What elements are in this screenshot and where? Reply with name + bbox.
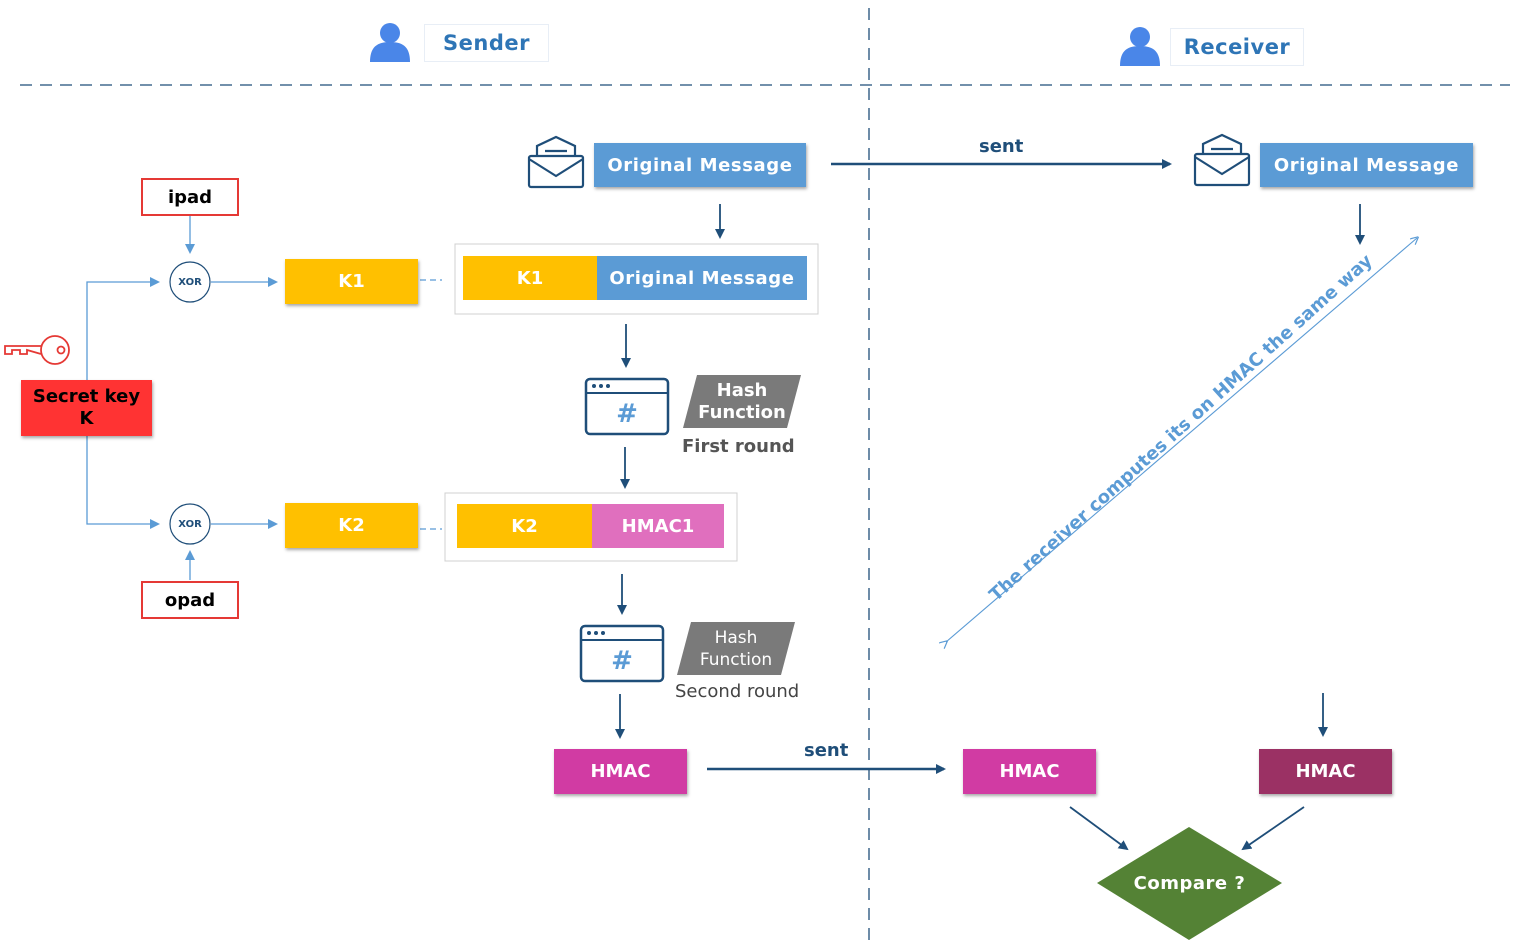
receiver-envelope-icon	[1193, 133, 1251, 187]
svg-text:#: #	[611, 646, 633, 676]
receiver-original-message-text: Original Message	[1273, 154, 1460, 176]
hash1-label: Hash Function	[688, 377, 796, 427]
compare-label: Compare ?	[1097, 866, 1282, 900]
k1-box: K1	[285, 259, 418, 304]
hash2-line1: Hash	[714, 628, 758, 648]
sender-person-icon	[370, 23, 410, 62]
k1-text: K1	[338, 271, 365, 292]
receiver-hmac-computed: HMAC	[1259, 749, 1392, 794]
sent-message-label: sent	[979, 136, 1024, 157]
xor-bottom-circle	[169, 503, 211, 545]
concat1-k1-text: K1	[516, 267, 544, 289]
hash2-line2: Function	[699, 650, 773, 670]
compare-diamond	[1097, 827, 1282, 940]
sender-hmac-text: HMAC	[590, 761, 651, 782]
sender-original-message: Original Message	[594, 143, 806, 187]
xor-top-text: XOR	[178, 276, 202, 288]
concat2-k2: K2	[457, 504, 592, 548]
sender-label-box: Sender	[424, 24, 549, 62]
sender-hmac: HMAC	[554, 749, 687, 794]
opad-box: opad	[141, 581, 239, 619]
sender-label: Sender	[443, 31, 530, 55]
k2-box: K2	[285, 503, 418, 548]
sent-hmac-label: sent	[804, 740, 849, 761]
hash1-window-icon: #	[584, 377, 670, 436]
ipad-text: ipad	[167, 186, 213, 208]
concat1-message-text: Original Message	[609, 267, 795, 289]
concat1-k1: K1	[463, 256, 597, 300]
hash1-line2: Function	[698, 402, 786, 423]
hash1-line1: Hash	[716, 380, 768, 401]
receiver-hmac-received-text: HMAC	[999, 761, 1060, 782]
receiver-label-box: Receiver	[1170, 28, 1304, 66]
concat2-k2-text: K2	[511, 515, 538, 537]
xor-top-circle	[169, 261, 211, 303]
k2-text: K2	[338, 515, 365, 536]
opad-text: opad	[164, 589, 216, 611]
xor-top-label: XOR	[170, 272, 210, 292]
key-branch-lines	[86, 216, 278, 580]
hash1-parallelogram	[683, 375, 801, 428]
receiver-note-arrow	[946, 238, 1417, 642]
compare-text: Compare ?	[1133, 872, 1246, 894]
hash2-parallelogram	[677, 622, 795, 675]
secret-key-line2: K	[79, 408, 94, 429]
compare-arrow-left	[1069, 806, 1129, 851]
xor-bottom-text: XOR	[178, 518, 202, 530]
sender-flow-arrows	[615, 204, 725, 739]
hash1-caption: First round	[682, 436, 795, 457]
ipad-box: ipad	[141, 178, 239, 216]
hash2-label: Hash Function	[682, 624, 790, 674]
svg-text:#: #	[616, 399, 638, 429]
receiver-original-message: Original Message	[1260, 143, 1473, 187]
key-icon	[4, 335, 70, 365]
sender-envelope-icon	[527, 135, 585, 189]
hash2-window-icon: #	[579, 624, 665, 683]
secret-key-line1: Secret key	[32, 386, 141, 407]
receiver-person-icon	[1120, 27, 1160, 66]
receiver-label: Receiver	[1183, 35, 1291, 59]
concat2-hmac1-text: HMAC1	[621, 515, 695, 537]
concat2-hmac1: HMAC1	[592, 504, 724, 548]
receiver-hmac-received: HMAC	[963, 749, 1096, 794]
receiver-hmac-computed-text: HMAC	[1295, 761, 1356, 782]
compare-arrow-right	[1241, 806, 1305, 851]
xor-bottom-label: XOR	[170, 514, 210, 534]
sender-original-message-text: Original Message	[607, 154, 793, 176]
secret-key-box: Secret key K	[21, 380, 152, 436]
concat1-message: Original Message	[597, 256, 807, 300]
hash2-caption: Second round	[675, 681, 800, 702]
